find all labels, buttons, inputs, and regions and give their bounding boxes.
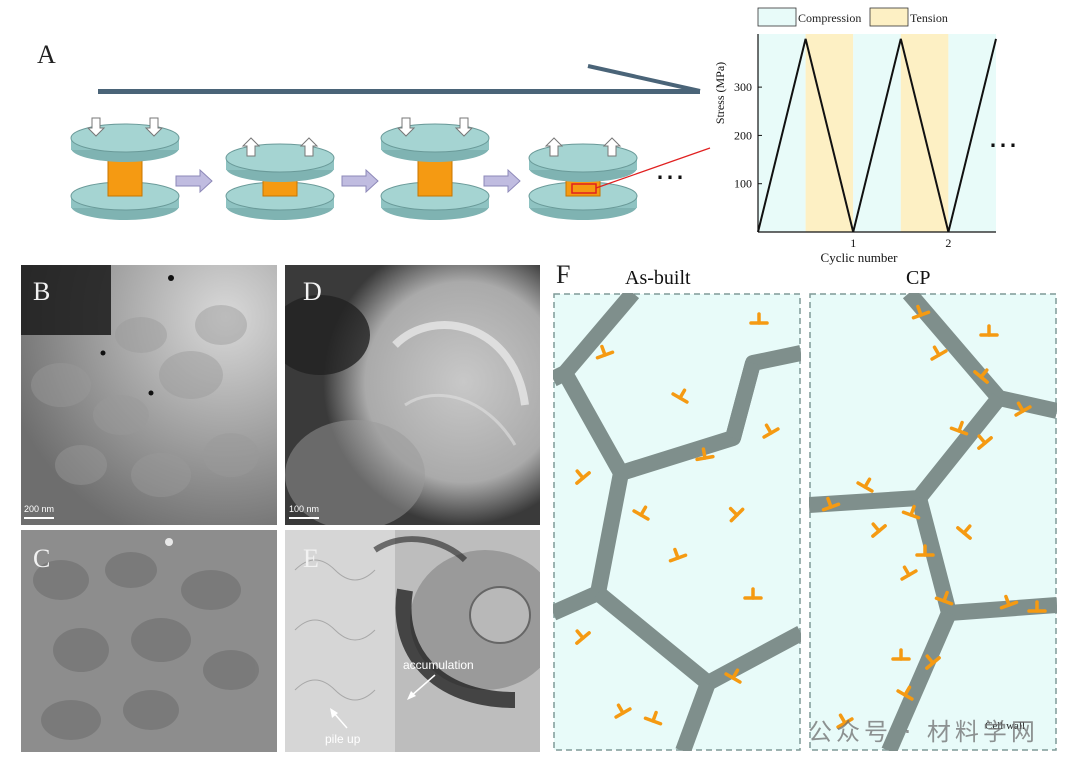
scalebar-b-text: 200 nm	[24, 504, 55, 514]
panel-e-label: E	[303, 544, 319, 573]
micrograph-d-image	[285, 265, 540, 525]
cell-schematic-as-built	[553, 293, 801, 751]
accumulation-arrow	[410, 674, 436, 697]
micrograph-e: E accumulation pile up	[285, 530, 540, 752]
legend-swatch-compression	[757, 7, 797, 27]
x-tick-label-1: 2	[945, 236, 951, 250]
chart-ellipsis: ⋯	[988, 129, 1018, 162]
cell-walls-cp	[809, 293, 1057, 751]
x-tick-label-0: 1	[850, 236, 856, 250]
x-axis-label: Cyclic number	[821, 250, 899, 265]
stage-2-tension	[225, 137, 335, 220]
scalebar-b	[24, 517, 54, 519]
load-wedge-taper	[587, 64, 701, 93]
legend-swatch-tension	[869, 7, 909, 27]
stage-1-compression	[70, 117, 180, 220]
stress-series-0	[757, 38, 997, 233]
accumulation-label: accumulation	[403, 658, 474, 672]
y-tick-label-2: 300	[734, 80, 752, 94]
pile-up-label: pile up	[325, 732, 361, 746]
legend-label-compression: Compression	[798, 11, 861, 25]
cell-schematic-cp	[809, 293, 1057, 751]
legend-label-tension: Tension	[910, 11, 948, 25]
sequence-ellipsis: ⋯	[655, 161, 685, 194]
micrograph-c-image	[21, 530, 277, 752]
micrograph-b-image	[21, 265, 277, 525]
panel-c-label: C	[33, 544, 51, 573]
y-axis-label: Stress (MPa)	[713, 62, 727, 124]
scalebar-d-text: 100 nm	[289, 504, 320, 514]
panel-d-label: D	[303, 277, 322, 306]
load-wedge	[98, 89, 700, 94]
watermark: 公众号 · 材料学网	[808, 718, 1039, 746]
arrow-3	[483, 168, 521, 194]
arrow-2	[341, 168, 379, 194]
stage-3-compression	[380, 117, 490, 220]
micrograph-c: C	[21, 530, 277, 752]
cell-wall-label: Cell wall	[985, 720, 1026, 732]
zoom-connector	[595, 147, 711, 189]
stage-4-tension	[528, 137, 638, 220]
cell-walls-as-built	[553, 293, 801, 751]
as-built-title: As-built	[625, 267, 691, 289]
micrograph-d: D 100 nm	[285, 265, 540, 525]
cp-title: CP	[906, 267, 931, 289]
y-tick-label-0: 100	[734, 177, 752, 191]
panel-b-label: B	[33, 277, 51, 306]
arrow-1	[175, 168, 213, 194]
panel-f-label: F	[556, 260, 571, 289]
micrograph-e-image	[285, 530, 540, 752]
y-tick-label-1: 200	[734, 128, 752, 142]
scalebar-d	[289, 517, 319, 519]
panel-a-label: A	[37, 40, 56, 69]
panel-a-schematic	[70, 64, 711, 220]
micrograph-b: B 200 nm	[21, 265, 277, 525]
